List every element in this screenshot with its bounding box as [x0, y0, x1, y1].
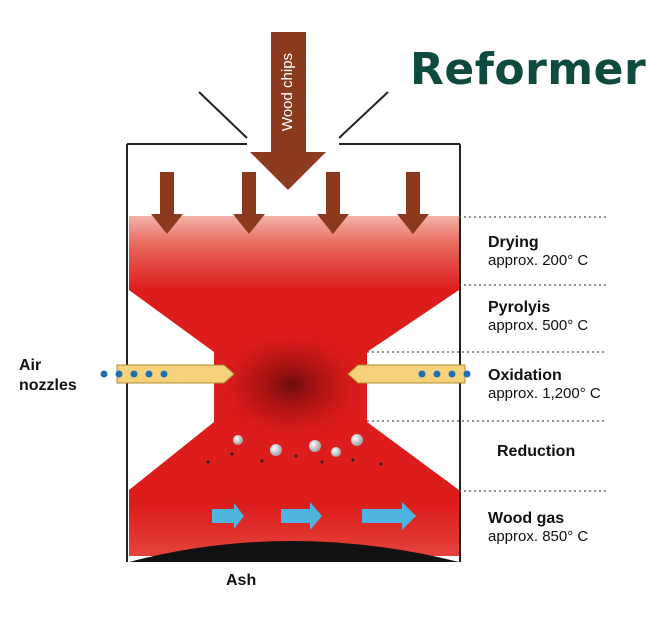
zone-name: Reduction — [497, 443, 576, 460]
air-nozzle-left — [100, 364, 235, 384]
zone-name: Oxidation — [488, 367, 562, 384]
falling-arrow — [233, 172, 265, 234]
hopper-left-line — [198, 91, 248, 139]
zone-temp: approx. 850° C — [488, 528, 589, 545]
ash-label: Ash — [226, 572, 257, 589]
zone-name: Drying — [488, 234, 539, 251]
falling-arrow — [151, 172, 183, 234]
zone-reduction: Reduction — [497, 443, 575, 461]
air-nozzles-label-line1: Air — [19, 357, 42, 374]
zone-pyrolysis: Pyrolyis approx. 500° C — [488, 299, 588, 334]
zone-temp: approx. 1,200° C — [488, 385, 601, 402]
zone-drying: Drying approx. 200° C — [488, 234, 588, 269]
falling-chip-arrows — [151, 172, 429, 234]
ash-pile — [129, 541, 459, 562]
zone-name: Wood gas — [488, 510, 565, 527]
hopper-right-line — [338, 91, 389, 139]
oxidation-hot-core — [213, 327, 369, 443]
air-nozzles-label-line2: nozzles — [19, 377, 77, 394]
falling-arrow — [397, 172, 429, 234]
wood-chips-label: Wood chips — [279, 52, 296, 132]
wood-gas-arrows — [212, 502, 416, 530]
zone-wood-gas: Wood gas approx. 850° C — [488, 510, 588, 545]
wood-chips-arrow — [250, 32, 326, 190]
reduction-particles — [206, 434, 383, 466]
air-nozzle-right — [347, 364, 471, 384]
page-title: Reformer — [410, 44, 647, 95]
zone-temp: approx. 500° C — [488, 317, 589, 334]
air-nozzles-label: Air nozzles — [19, 356, 77, 396]
zone-name: Pyrolyis — [488, 299, 551, 316]
zone-separators — [367, 216, 607, 492]
zone-temp: approx. 200° C — [488, 252, 589, 269]
falling-arrow — [317, 172, 349, 234]
zone-oxidation: Oxidation approx. 1,200° C — [488, 367, 601, 402]
